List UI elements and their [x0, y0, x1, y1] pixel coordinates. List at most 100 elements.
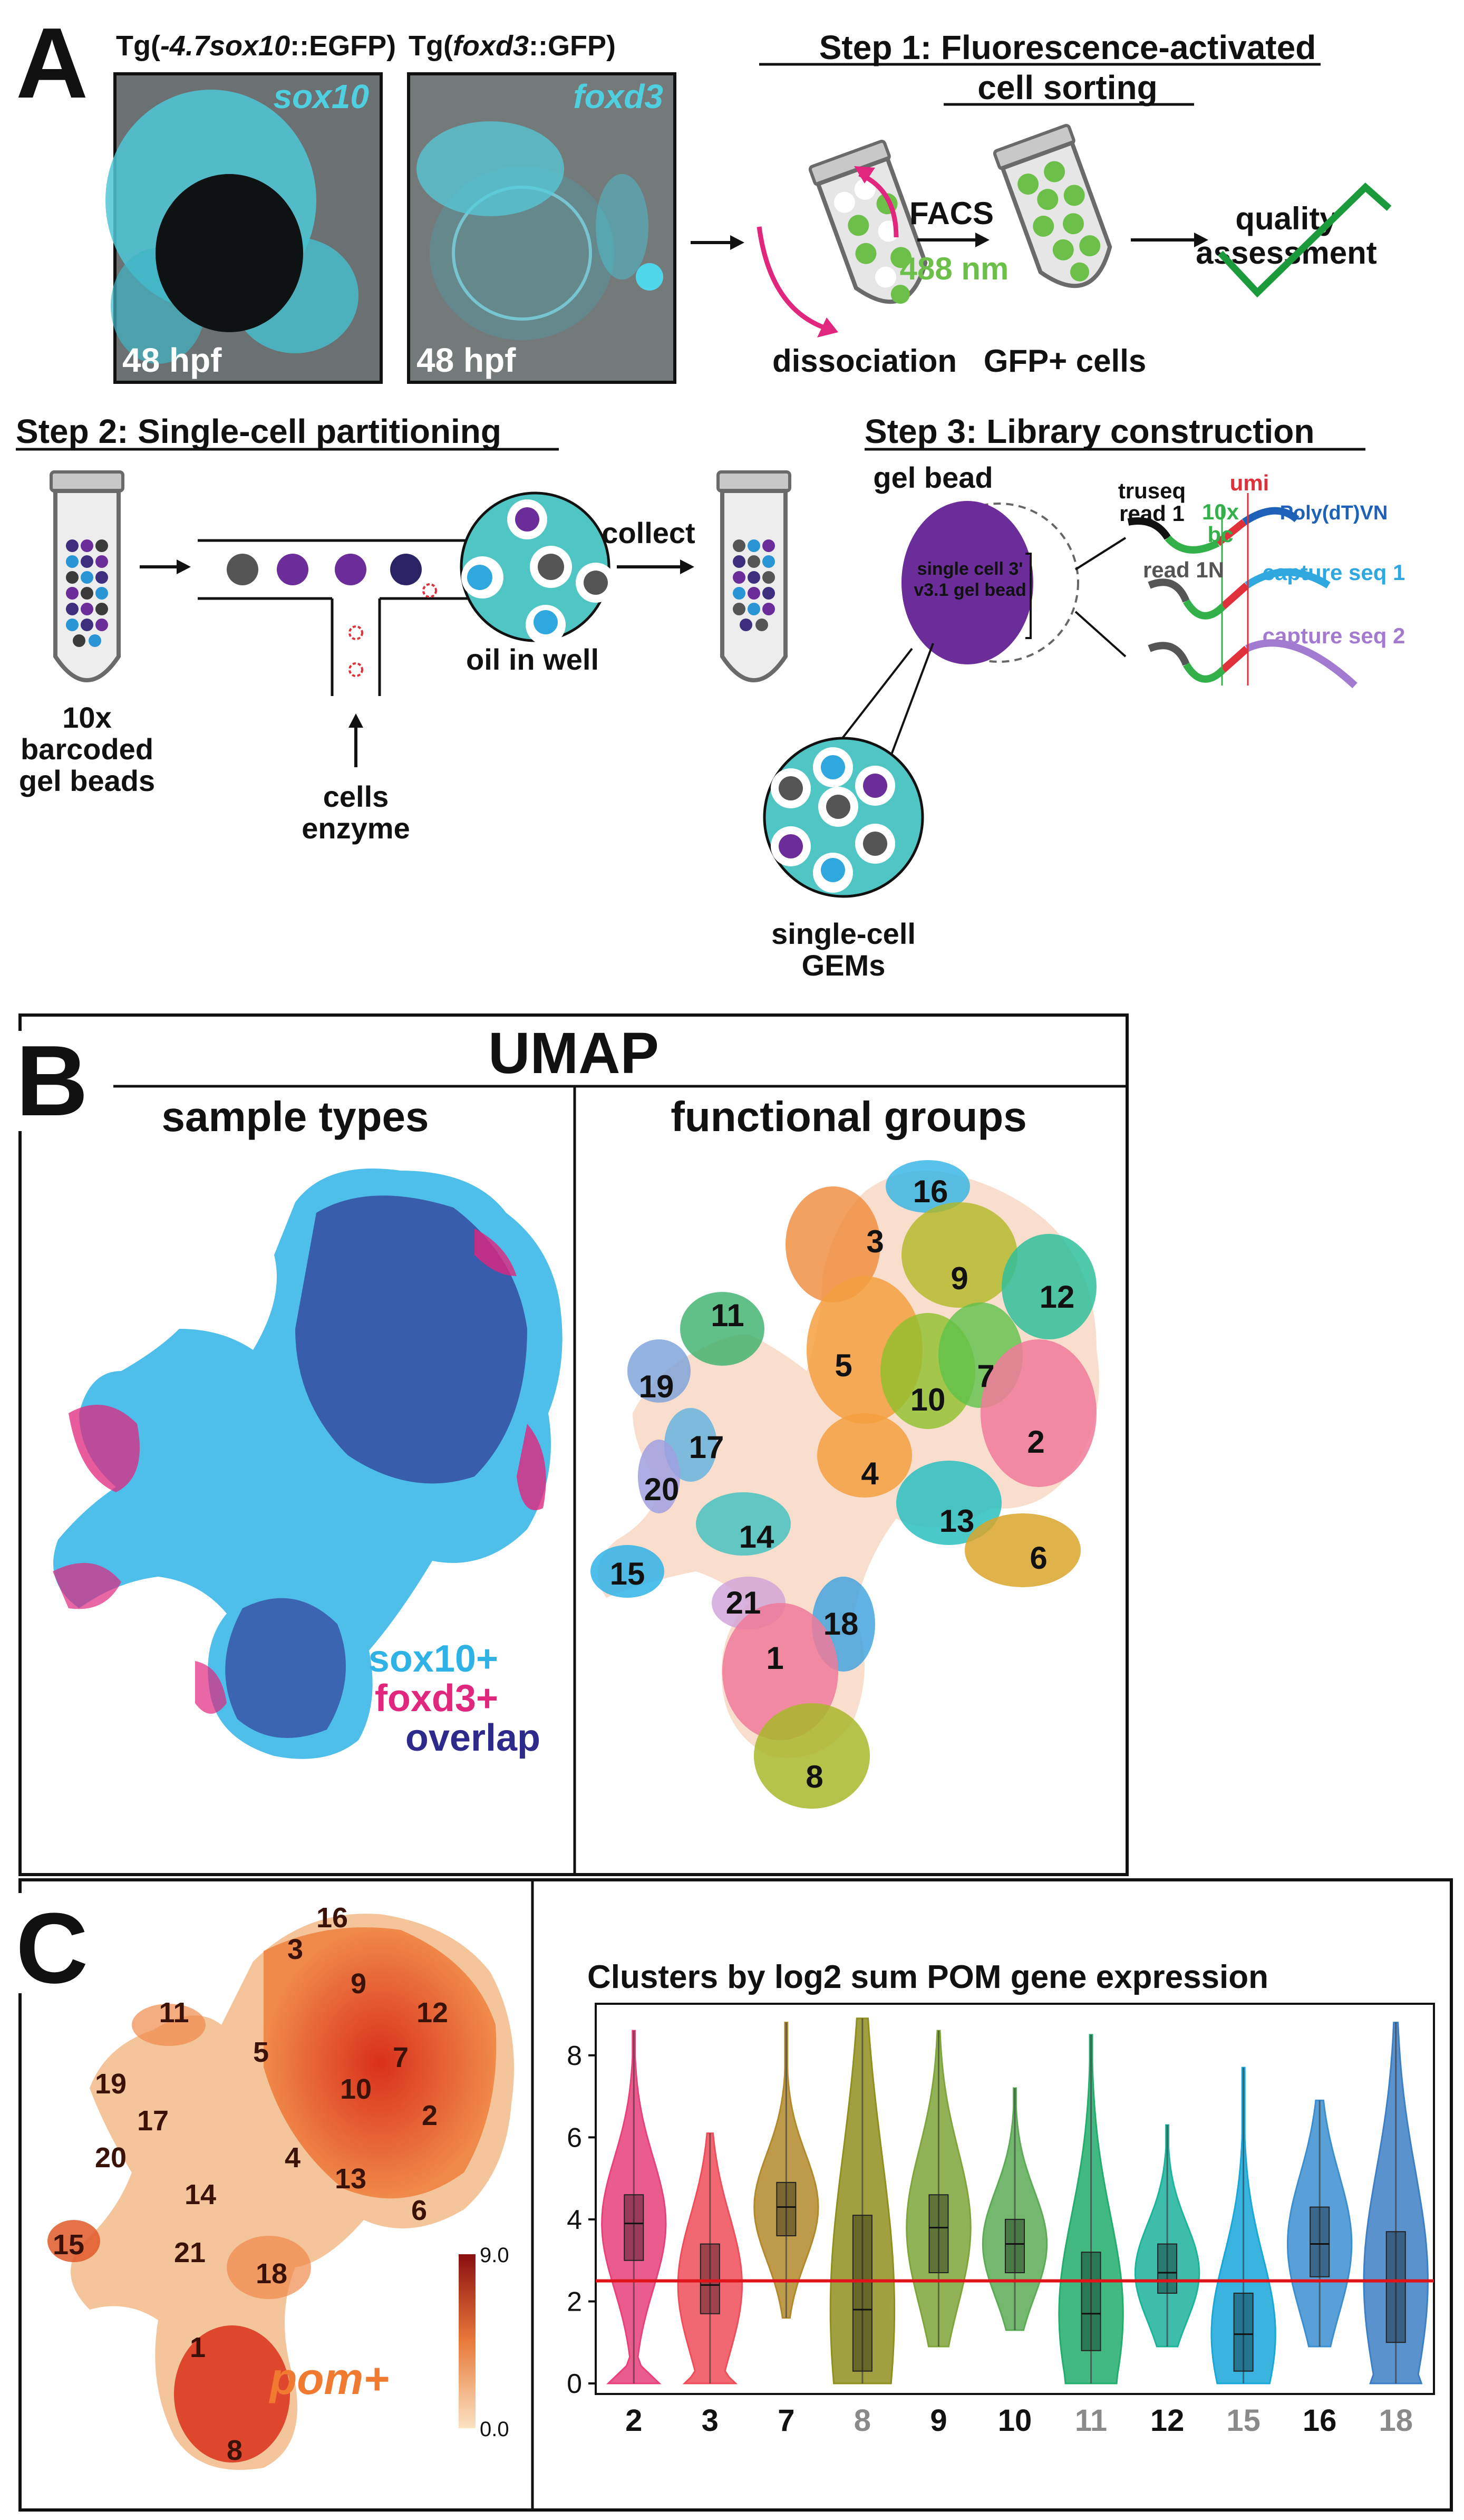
gel-bead-text-line2: v3.1 gel bead	[914, 580, 1026, 600]
legend-foxd3: foxd3+	[375, 1677, 498, 1720]
cluster-label: 12	[416, 1997, 448, 2029]
step1: Step 1: Fluorescence-activated cell sort…	[757, 28, 1392, 379]
umap-title: UMAP	[488, 1021, 659, 1086]
x-tick-label: 3	[702, 2403, 719, 2438]
wavelength-label: 488 nm	[900, 251, 1009, 286]
cluster-label: 5	[253, 2036, 269, 2068]
y-tick-label: 6	[567, 2122, 582, 2153]
step3: Step 3: Library construction gel bead si…	[763, 412, 1405, 982]
legend-overlap: overlap	[405, 1717, 540, 1759]
cluster-label: 16	[913, 1174, 948, 1209]
cluster-labels-c: 1 2 3 4 5 6 7 8 9 10 11 12 13 14 15 16 1…	[53, 1902, 448, 2466]
violin-box	[1385, 2231, 1406, 2343]
sample-types-title: sample types	[162, 1093, 429, 1140]
gel-bead	[901, 501, 1033, 664]
cluster-label: 19	[95, 2068, 127, 2100]
cluster-label: 16	[316, 1902, 348, 1934]
violin-box	[1310, 2206, 1330, 2277]
panel-b: B UMAP sample types functional groups so…	[0, 1013, 1129, 1876]
micrograph-foxd3-title: Tg(foxd3::GFP)	[409, 30, 616, 62]
cluster-label: 4	[285, 2142, 300, 2174]
x-tick-label: 7	[778, 2403, 794, 2438]
cluster-label: 10	[340, 2073, 372, 2105]
cluster-label: 2	[1027, 1424, 1044, 1460]
cluster-label: 18	[256, 2258, 287, 2290]
scale-min-label: 0.0	[480, 2418, 509, 2441]
capture1-label: capture seq 1	[1263, 560, 1405, 585]
micrograph-foxd3: Tg(foxd3::GFP) foxd3 48 hpf	[407, 30, 676, 384]
violin-box	[776, 2181, 797, 2236]
polydt-label: Poly(dT)VN	[1280, 502, 1388, 524]
cluster-label: 15	[53, 2229, 84, 2261]
cluster-label: 8	[806, 1759, 823, 1794]
step2-title: Step 2: Single-cell partitioning	[16, 412, 501, 450]
x-tick-label: 9	[930, 2403, 947, 2438]
beads-label-line3: gel beads	[19, 764, 155, 797]
oil-label: oil in well	[466, 643, 599, 676]
dissociation-label: dissociation	[772, 343, 957, 379]
cluster-label: 3	[287, 1934, 303, 1965]
violin-box	[1233, 2292, 1254, 2372]
gel-bead-label: gel bead	[873, 461, 993, 494]
cluster-label: 21	[726, 1585, 761, 1620]
chart-title: Clusters by log2 sum POM gene expression	[587, 1959, 1268, 1995]
micrograph-sox10-gene: sox10	[274, 78, 369, 115]
cluster-label: 14	[739, 1519, 774, 1555]
y-tick-label: 2	[567, 2286, 582, 2317]
facs-label: FACS	[909, 196, 994, 231]
cluster-label: 9	[351, 1968, 366, 2000]
collect-label: collect	[602, 516, 695, 549]
cluster-label: 19	[639, 1369, 674, 1404]
color-scale-bar	[459, 2254, 476, 2428]
cluster-label: 18	[823, 1606, 859, 1642]
cluster-label: 11	[159, 1997, 189, 2029]
x-tick-label: 2	[625, 2403, 642, 2438]
panel-c: C 1 2 3 4 5 6 7 8 9 10 11 12 13 14 15 16	[0, 1878, 1453, 2512]
truseq-label-line1: truseq	[1118, 478, 1186, 503]
beads-label-line2: barcoded	[21, 732, 153, 766]
gel-bead-text-line1: single cell 3'	[917, 559, 1023, 579]
cluster-label: 12	[1040, 1279, 1075, 1315]
bead-cluster	[66, 539, 108, 647]
panel-b-letter: B	[16, 1025, 88, 1137]
panel-a-letter: A	[16, 7, 88, 119]
cluster-label: 7	[977, 1358, 994, 1394]
gfp-cells-label: GFP+ cells	[984, 343, 1147, 379]
legend-sox10: sox10+	[369, 1638, 498, 1680]
violin-box	[852, 2215, 872, 2372]
read1n-label: read 1N	[1143, 557, 1224, 582]
cluster-labels-b: 1 2 3 4 5 6 7 8 9 10 11 12 13 14 15 16 1…	[610, 1174, 1075, 1794]
cluster-label: 21	[174, 2237, 206, 2268]
cluster-label: 6	[1030, 1540, 1047, 1576]
cluster-label: 20	[95, 2142, 127, 2174]
cluster-label: 13	[335, 2163, 366, 2195]
cluster-label: 1	[190, 2332, 206, 2363]
cluster-label: 1	[766, 1640, 783, 1676]
cluster-label: 13	[939, 1503, 975, 1539]
cluster-label: 14	[185, 2179, 216, 2210]
micrograph-sox10-title: Tg(-4.7sox10::EGFP)	[116, 30, 396, 62]
x-tick-label: 11	[1075, 2403, 1107, 2438]
gems-label-line1: single-cell	[771, 917, 916, 950]
cells-label-line2: enzyme	[302, 812, 410, 845]
plot-frame	[595, 2003, 1435, 2395]
x-tick-label: 18	[1379, 2403, 1413, 2438]
x-tick-label: 8	[854, 2403, 871, 2438]
cluster-label: 20	[644, 1472, 680, 1507]
step2: Step 2: Single-cell partitioning 10x bar…	[16, 412, 791, 845]
dissociation-tube	[808, 140, 928, 304]
gems-well	[763, 737, 924, 898]
y-tick-label: 8	[567, 2041, 582, 2071]
cluster-label: 3	[866, 1224, 884, 1259]
umap-functional-groups	[590, 1160, 1099, 1809]
cluster-label: 4	[861, 1456, 879, 1491]
violin-box	[1081, 2252, 1101, 2351]
bc-label-line2: bc	[1207, 522, 1233, 547]
cluster-label: 2	[422, 2100, 438, 2131]
panel-c-letter: C	[16, 1893, 88, 2004]
cells-label-line1: cells	[323, 780, 389, 813]
panel-a: A Tg(-4.7sox10::EGFP) sox10 48 hpf Tg(fo…	[16, 7, 1405, 982]
arrow-to-step1	[691, 235, 744, 250]
umap-pom	[47, 1914, 514, 2470]
